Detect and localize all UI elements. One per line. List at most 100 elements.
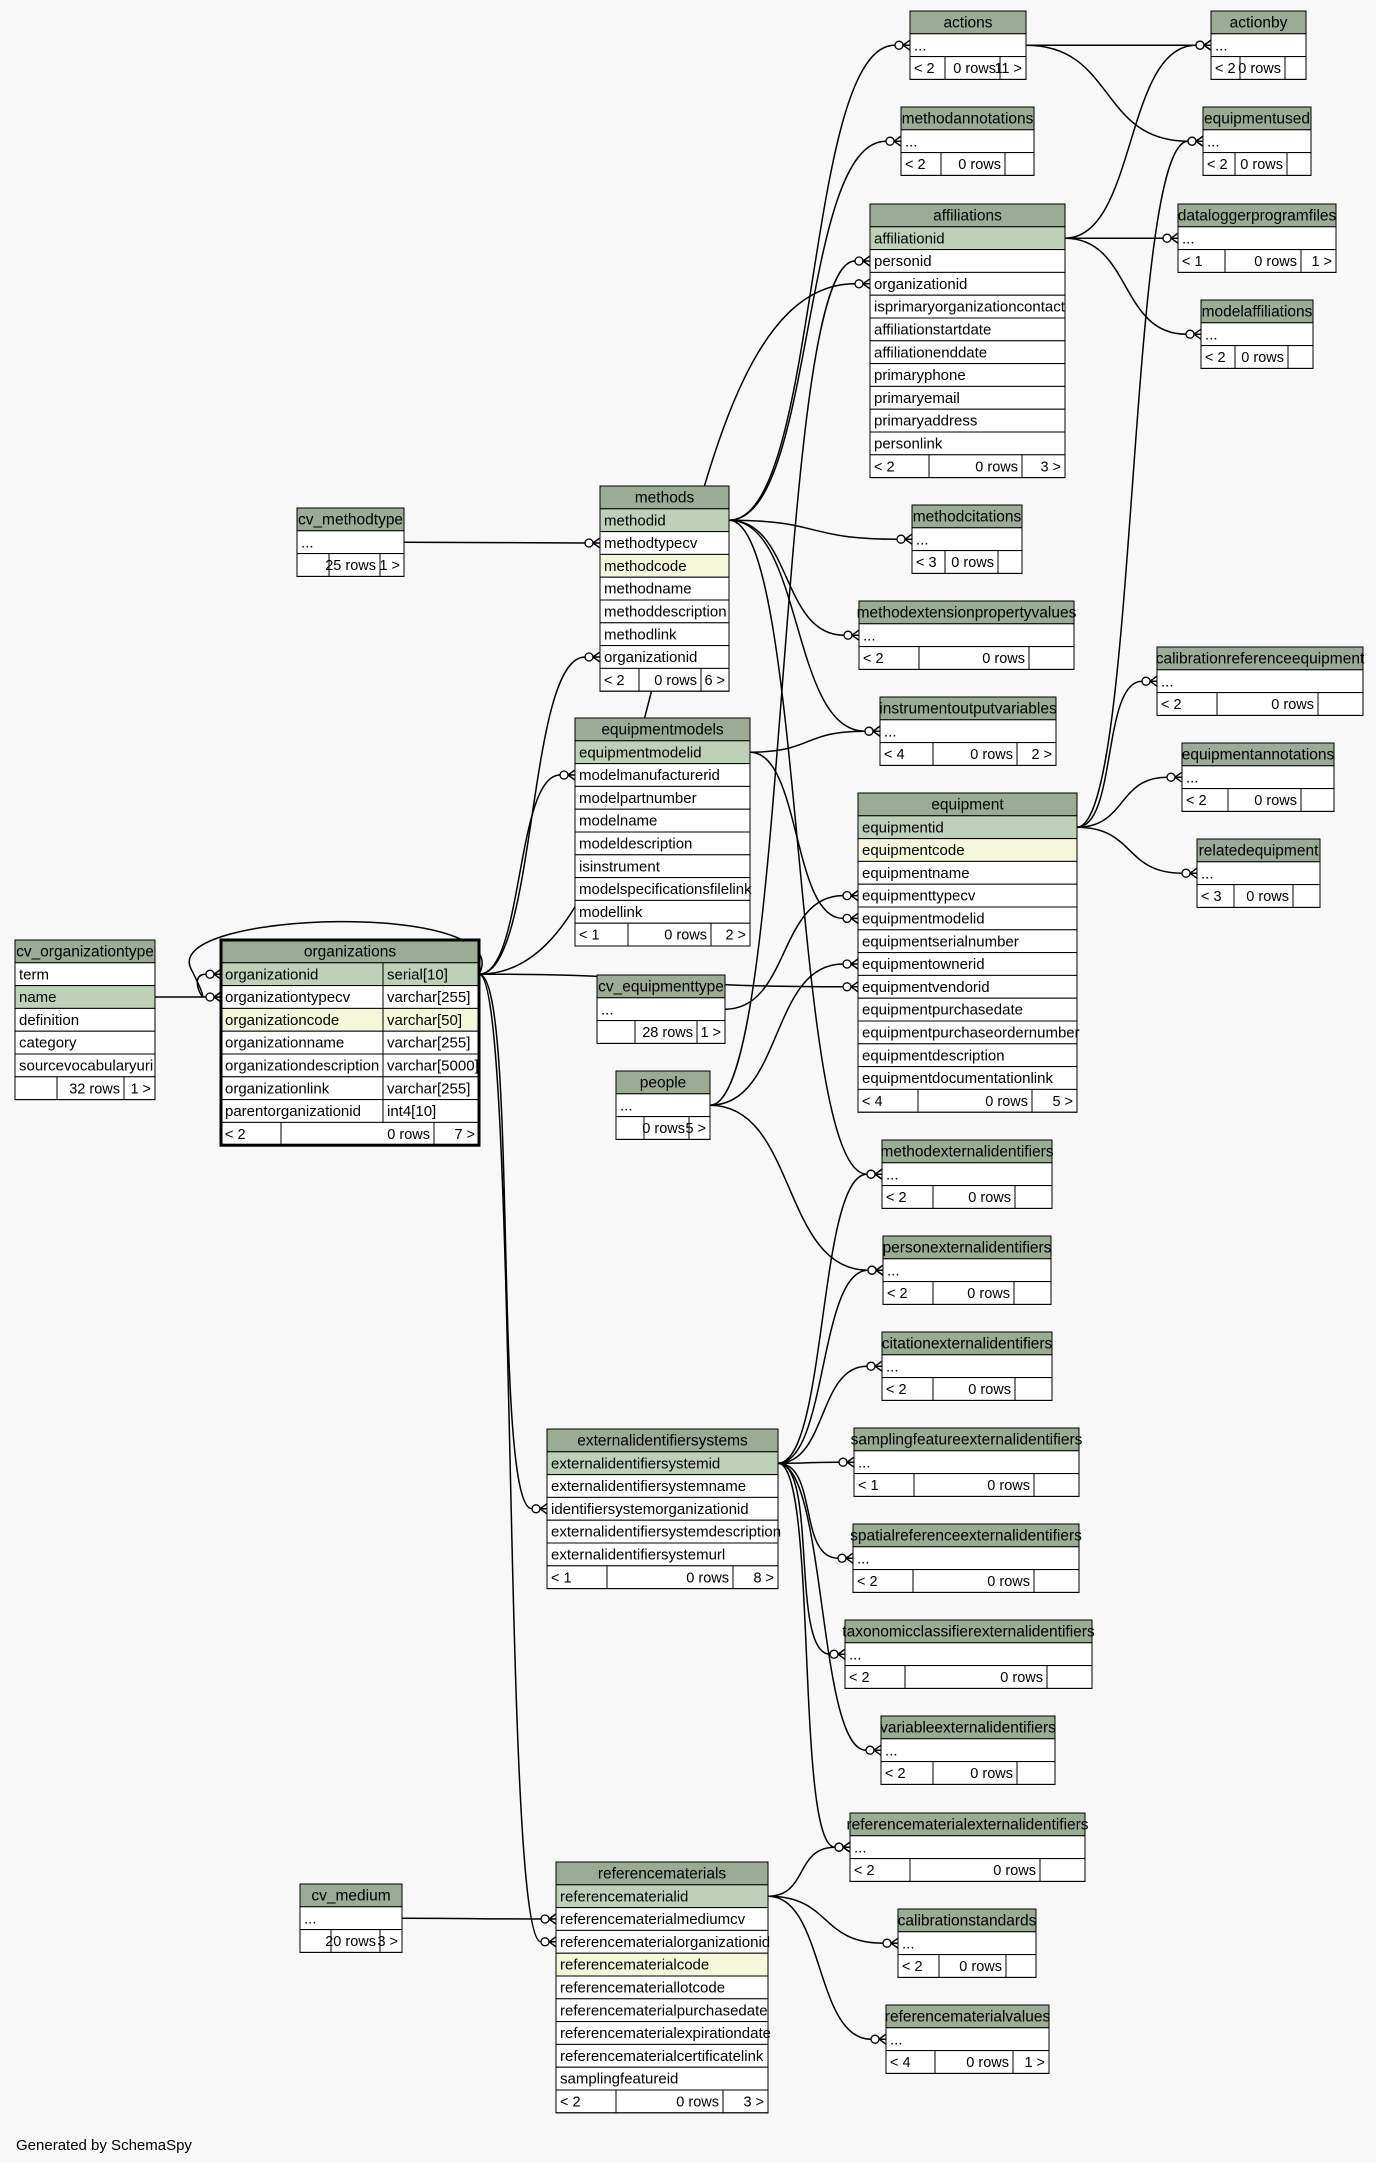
optional-marker xyxy=(842,982,852,992)
table-methods[interactable]: methodsmethodidmethodtypecvmethodcodemet… xyxy=(599,485,730,692)
column-name: ... xyxy=(858,1454,871,1471)
edge-cv_methodtype-to-methods xyxy=(403,541,586,544)
many-marker xyxy=(1170,232,1179,244)
parents-count: < 4 xyxy=(884,747,905,763)
edge-equipmentmodels-to-instrumentoutputvariables xyxy=(749,730,866,753)
table-equipmentmodels[interactable]: equipmentmodelsequipmentmodelidmodelmanu… xyxy=(574,717,752,947)
optional-marker xyxy=(205,969,215,979)
edge-equipment-to-equipmentannotations xyxy=(1076,776,1168,828)
row-count: 0 rows xyxy=(970,1766,1013,1782)
column-name: ... xyxy=(1205,326,1218,343)
table-affiliations[interactable]: affiliationsaffiliationidpersonidorganiz… xyxy=(869,203,1066,479)
table-name: instrumentoutputvariables xyxy=(879,701,1057,718)
column-name: modelpartnumber xyxy=(579,790,697,807)
column-name: modeldescription xyxy=(579,836,692,853)
column-name: ... xyxy=(1207,133,1220,150)
edge-people-to-affiliations xyxy=(709,260,856,1106)
column-name: ... xyxy=(902,1935,915,1952)
table-referencematerialexternalidentifiers[interactable]: referencematerialexternalidentifiers...<… xyxy=(846,1812,1089,1882)
optional-marker xyxy=(843,630,853,640)
table-footer xyxy=(869,454,1066,479)
parents-count: < 2 xyxy=(885,1766,906,1782)
column-name: ... xyxy=(304,1910,317,1927)
children-count: 6 > xyxy=(704,673,725,689)
edge-people-to-personexternalidentifiers xyxy=(709,1104,869,1271)
column-name: equipmentownerid xyxy=(862,956,985,973)
table-footer xyxy=(220,1121,480,1146)
optional-marker xyxy=(842,959,852,969)
column-name: affiliationid xyxy=(874,230,945,247)
table-name: citationexternalidentifiers xyxy=(882,1336,1053,1353)
column-name: organizationid xyxy=(604,649,697,666)
edge-organizations-to-equipmentmodels xyxy=(478,774,561,975)
table-border xyxy=(897,1908,1037,1978)
parents-count: < 3 xyxy=(1201,889,1222,905)
column-name: ... xyxy=(1201,865,1214,882)
table-name: methods xyxy=(635,490,695,507)
parents-count: < 1 xyxy=(579,928,600,944)
optional-marker xyxy=(866,1169,876,1179)
many-marker xyxy=(851,629,860,641)
many-marker xyxy=(837,1648,846,1660)
children-count: 11 > xyxy=(994,61,1022,77)
column-type: varchar[5000] xyxy=(387,1058,479,1075)
column-row xyxy=(909,33,1027,58)
table-border xyxy=(881,1139,1053,1209)
parents-count: < 2 xyxy=(1215,61,1236,77)
table-cv_organizationtype[interactable]: cv_organizationtypetermnamedefinitioncat… xyxy=(14,939,156,1101)
column-name: methoddescription xyxy=(604,604,727,621)
children-count: 5 > xyxy=(1052,1094,1073,1110)
table-border xyxy=(299,1883,403,1953)
optional-marker xyxy=(540,1937,550,1947)
column-row xyxy=(885,2027,1050,2052)
many-marker xyxy=(592,537,601,549)
table-name: referencematerialexternalidentifiers xyxy=(846,1817,1088,1834)
row-count: 0 rows xyxy=(970,747,1013,763)
parents-count: < 2 xyxy=(1207,157,1228,173)
optional-marker xyxy=(838,1457,848,1467)
column-type: varchar[50] xyxy=(387,1012,462,1029)
table-spatialreferenceexternalidentifiers[interactable]: spatialreferenceexternalidentifiers...< … xyxy=(850,1523,1082,1593)
optional-marker xyxy=(834,1842,844,1852)
table-name: modelaffiliations xyxy=(1202,304,1313,321)
table-equipment[interactable]: equipmentequipmentidequipmentcodeequipme… xyxy=(857,792,1080,1113)
table-border xyxy=(1200,299,1314,369)
row-count: 0 rows xyxy=(993,1863,1036,1879)
table-border xyxy=(881,1331,1053,1401)
parents-count: < 2 xyxy=(902,1959,923,1975)
table-name: methodannotations xyxy=(902,111,1034,128)
edge-referencematerials-to-referencematerialexternalidentifiers xyxy=(767,1846,836,1897)
table-referencematerials[interactable]: referencematerialsreferencematerialidref… xyxy=(555,1861,771,2114)
table-name: referencematerials xyxy=(598,1866,727,1883)
table-externalidentifiersystems[interactable]: externalidentifiersystemsexternalidentif… xyxy=(546,1428,781,1590)
children-count: 2 > xyxy=(725,928,746,944)
column-name: modelmanufacturerid xyxy=(579,767,720,784)
table-samplingfeatureexternalidentifiers[interactable]: samplingfeatureexternalidentifiers...< 1… xyxy=(851,1427,1083,1497)
table-border xyxy=(852,1523,1080,1593)
table-taxonomicclassifierexternalidentifiers[interactable]: taxonomicclassifierexternalidentifiers..… xyxy=(842,1619,1095,1689)
